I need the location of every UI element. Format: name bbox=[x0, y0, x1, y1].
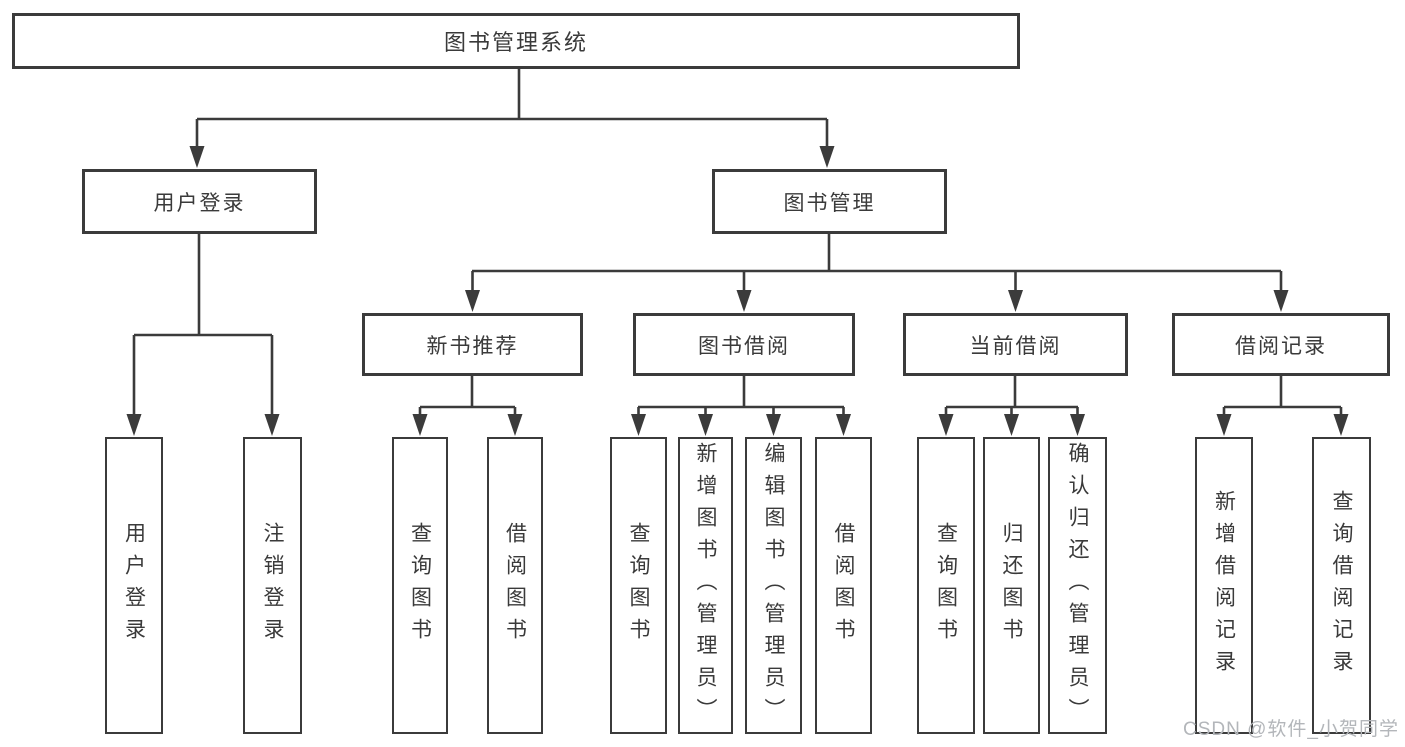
node-current-borrowing: 当前借阅 bbox=[903, 313, 1128, 376]
leaf-edit-book-admin: 编辑图书（管理员） bbox=[745, 437, 802, 734]
leaf-label: 查询图书 bbox=[934, 521, 958, 650]
leaf-label: 借阅图书 bbox=[832, 521, 855, 650]
leaf-query-book-3: 查询图书 bbox=[917, 437, 975, 734]
leaf-borrow-book-1: 借阅图书 bbox=[487, 437, 543, 734]
csdn-watermark: CSDN @软件_小贺同学 bbox=[1183, 719, 1399, 740]
node-new-book-recommend: 新书推荐 bbox=[362, 313, 583, 376]
leaf-label: 新增图书（管理员） bbox=[694, 441, 717, 730]
node-user-login: 用户登录 bbox=[82, 169, 317, 234]
leaf-label: 新增借阅记录 bbox=[1212, 489, 1236, 682]
leaf-label: 借阅图书 bbox=[503, 521, 527, 650]
leaf-label: 编辑图书（管理员） bbox=[762, 441, 785, 730]
leaf-label: 确认归还（管理员） bbox=[1066, 441, 1089, 730]
leaf-return-book: 归还图书 bbox=[983, 437, 1040, 734]
leaf-user-login: 用户登录 bbox=[105, 437, 163, 734]
leaf-label: 用户登录 bbox=[122, 521, 146, 650]
leaf-confirm-return-admin: 确认归还（管理员） bbox=[1048, 437, 1107, 734]
leaf-query-borrow-record: 查询借阅记录 bbox=[1312, 437, 1371, 734]
leaf-label: 归还图书 bbox=[1000, 521, 1023, 650]
node-label: 图书借阅 bbox=[698, 334, 790, 358]
node-book-management: 图书管理 bbox=[712, 169, 947, 234]
leaf-logout: 注销登录 bbox=[243, 437, 302, 734]
node-borrowing-records: 借阅记录 bbox=[1172, 313, 1390, 376]
node-label: 图书管理系统 bbox=[443, 30, 588, 55]
leaf-add-borrow-record: 新增借阅记录 bbox=[1195, 437, 1253, 734]
node-label: 新书推荐 bbox=[426, 334, 519, 358]
leaf-label: 注销登录 bbox=[261, 521, 284, 650]
node-label: 图书管理 bbox=[783, 191, 876, 215]
leaf-add-book-admin: 新增图书（管理员） bbox=[678, 437, 733, 734]
node-book-borrowing: 图书借阅 bbox=[633, 313, 855, 376]
node-label: 当前借阅 bbox=[969, 334, 1062, 358]
leaf-query-book-1: 查询图书 bbox=[392, 437, 448, 734]
node-library-management-system: 图书管理系统 bbox=[12, 13, 1020, 69]
leaf-label: 查询借阅记录 bbox=[1330, 489, 1353, 682]
leaf-query-book-2: 查询图书 bbox=[610, 437, 667, 734]
node-label: 用户登录 bbox=[153, 191, 246, 215]
leaf-borrow-book-2: 借阅图书 bbox=[815, 437, 872, 734]
leaf-label: 查询图书 bbox=[408, 521, 432, 650]
node-label: 借阅记录 bbox=[1235, 334, 1327, 358]
leaf-label: 查询图书 bbox=[627, 521, 650, 650]
